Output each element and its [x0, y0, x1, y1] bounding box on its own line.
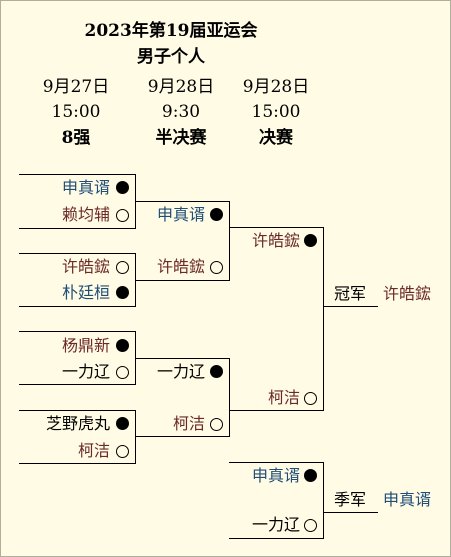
- loss-marker: [116, 366, 129, 379]
- semi-player: 申真谞: [156, 205, 205, 224]
- win-marker: [210, 208, 223, 221]
- loss-marker: [116, 445, 129, 458]
- bronze-player: 一力辽: [251, 515, 300, 534]
- bracket-line: [19, 410, 135, 411]
- loss-marker: [304, 519, 317, 532]
- third-label: 季军: [334, 490, 367, 509]
- r8-player: 申真谞: [61, 178, 110, 197]
- r8-player: 一力辽: [61, 362, 110, 381]
- bracket-line: [229, 358, 230, 437]
- loss-marker: [116, 209, 129, 222]
- round-8-name: 8强: [61, 128, 91, 148]
- r8-player: 赖均辅: [61, 205, 110, 224]
- round-final-date: 9月28日: [242, 77, 310, 97]
- semi-player: 许皓鋐: [156, 257, 205, 276]
- bracket-line: [229, 201, 230, 281]
- win-marker: [116, 181, 129, 194]
- round-semi-date: 9月28日: [147, 77, 215, 97]
- loss-marker: [210, 418, 223, 431]
- semi-player: 一力辽: [156, 362, 205, 381]
- r8-player: 柯洁: [77, 441, 110, 460]
- win-marker: [210, 365, 223, 378]
- bracket-line: [229, 410, 323, 411]
- bracket-line: [229, 227, 323, 228]
- bracket-line: [19, 174, 135, 175]
- bracket-line: [229, 538, 323, 539]
- win-marker: [116, 286, 129, 299]
- win-marker: [116, 417, 129, 430]
- champion-label: 冠军: [334, 284, 367, 303]
- round-8-date: 9月27日: [42, 77, 110, 97]
- win-marker: [304, 234, 317, 247]
- bracket-line: [19, 331, 135, 332]
- r8-player: 杨鼎新: [61, 336, 110, 355]
- loss-marker: [116, 261, 129, 274]
- semi-player: 柯洁: [172, 414, 205, 433]
- bracket-line: [19, 228, 135, 229]
- champion-line: [323, 306, 378, 307]
- event-title: 2023年第19届亚运会: [84, 21, 258, 41]
- bracket-line: [135, 358, 229, 359]
- bracket-line: [135, 436, 229, 437]
- round-semi-time: 9:30: [161, 102, 201, 122]
- bracket-line: [135, 280, 229, 281]
- bracket-line: [135, 410, 136, 464]
- bracket-line: [323, 227, 324, 411]
- bracket-line: [19, 306, 135, 307]
- round-final-time: 15:00: [251, 102, 301, 122]
- third-name: 申真谞: [383, 490, 432, 509]
- win-marker: [304, 469, 317, 482]
- bracket-line: [19, 253, 135, 254]
- event-subtitle: 男子个人: [137, 47, 205, 67]
- bracket-line: [229, 462, 323, 463]
- champion-name: 许皓鋐: [383, 284, 432, 303]
- bracket-line: [135, 201, 229, 202]
- r8-player: 芝野虎丸: [45, 414, 110, 433]
- r8-player: 许皓鋐: [61, 257, 110, 276]
- round-final-name: 决赛: [259, 128, 293, 148]
- bracket-line: [323, 462, 324, 539]
- bracket-line: [19, 463, 135, 464]
- win-marker: [116, 339, 129, 352]
- round-semi-name: 半决赛: [155, 128, 207, 148]
- bracket-line: [19, 384, 135, 385]
- final-player: 许皓鋐: [251, 231, 300, 250]
- loss-marker: [210, 261, 223, 274]
- round-8-time: 15:00: [51, 102, 101, 122]
- r8-player: 朴廷桓: [61, 283, 110, 302]
- third-line: [323, 512, 378, 513]
- final-player: 柯洁: [267, 388, 300, 407]
- bronze-player: 申真谞: [251, 466, 300, 485]
- loss-marker: [304, 392, 317, 405]
